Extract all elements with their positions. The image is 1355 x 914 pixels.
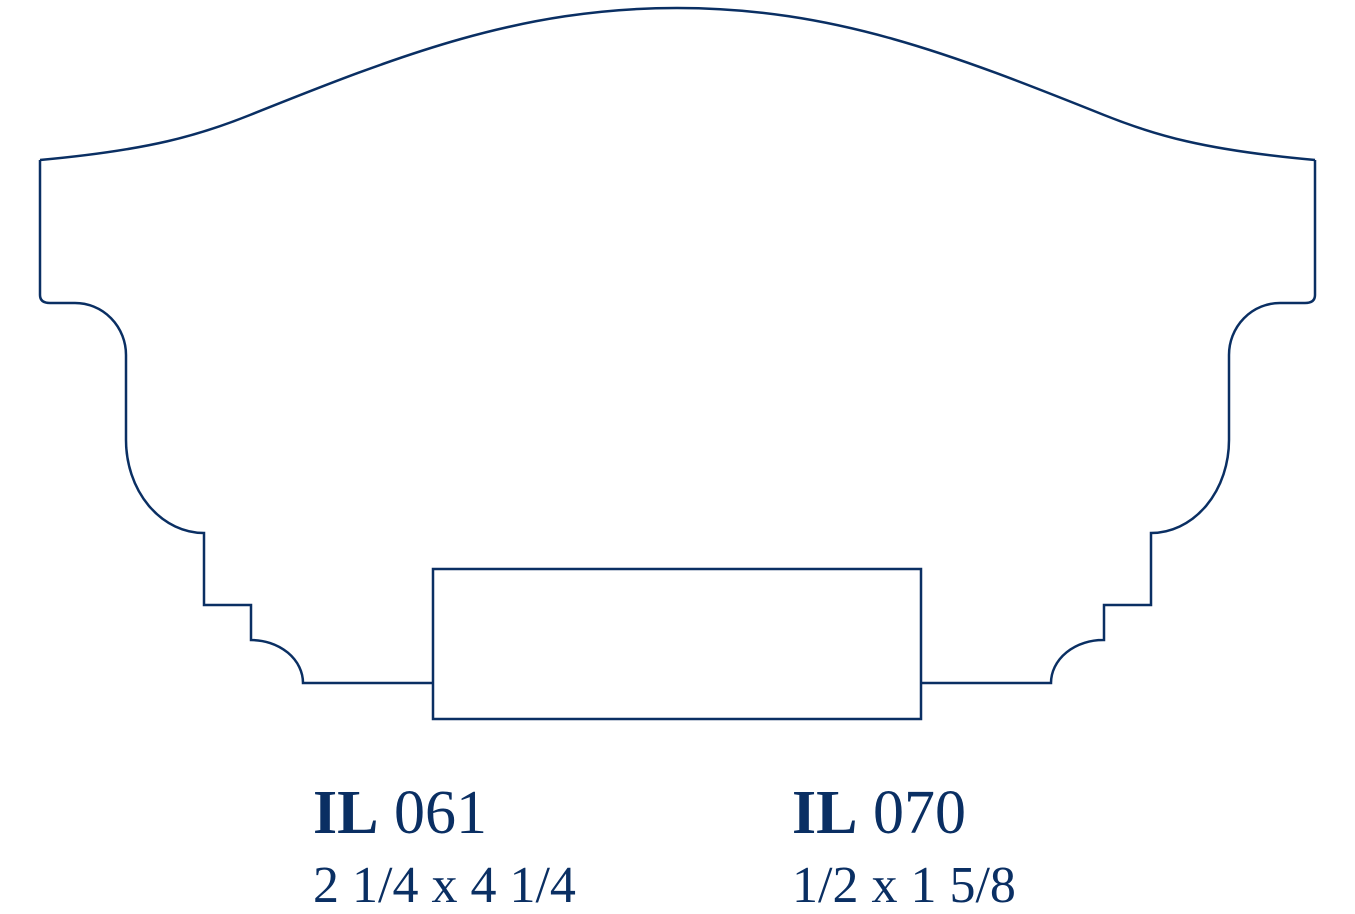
product-number: 061 — [393, 779, 487, 847]
product-number: 070 — [872, 779, 966, 847]
product-dimensions-il-070: 1/2 x 1 5/8 — [792, 857, 1016, 914]
product-prefix: IL — [792, 779, 858, 847]
il-061-top-curve — [39, 6, 1316, 162]
product-code-il-061: IL 061 — [313, 782, 487, 844]
il-070-rectangle — [431, 567, 923, 721]
product-code-il-070: IL 070 — [792, 782, 966, 844]
il-061-left-profile — [38, 160, 433, 685]
il-061-right-profile — [921, 160, 1317, 685]
product-prefix: IL — [313, 779, 379, 847]
product-dimensions-il-061: 2 1/4 x 4 1/4 — [313, 857, 576, 914]
